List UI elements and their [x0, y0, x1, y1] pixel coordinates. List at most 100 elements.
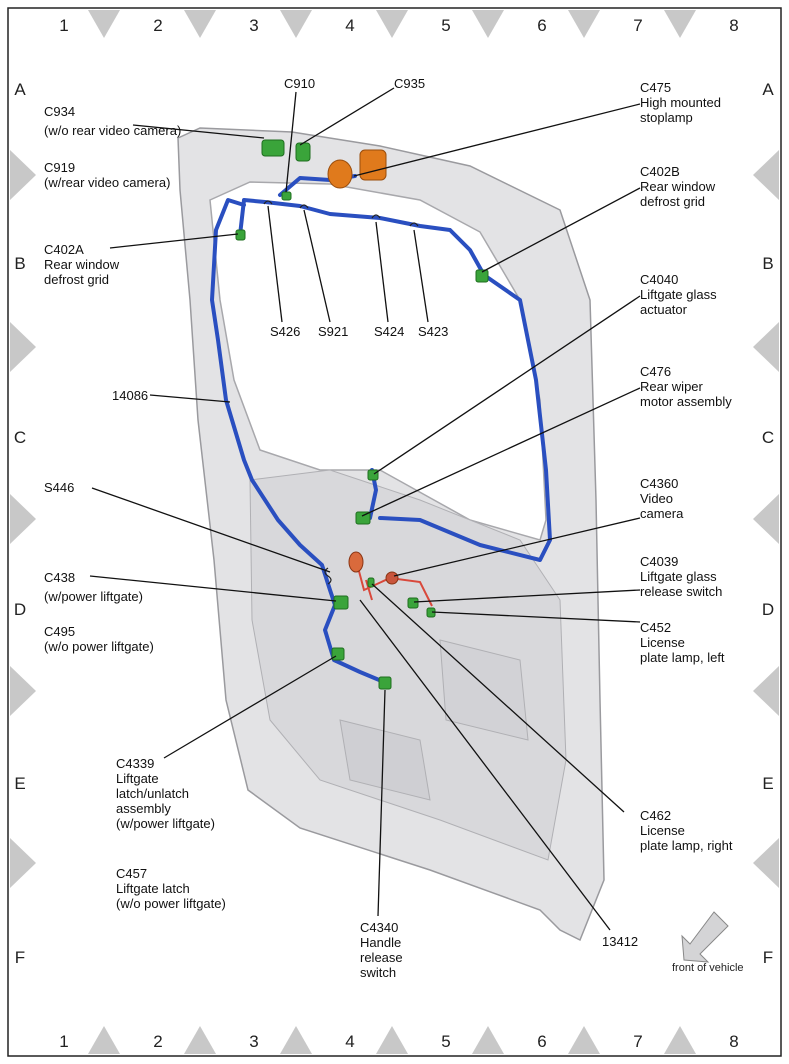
callout-c495-id: C495 — [44, 624, 76, 639]
col-label-bottom-8: 8 — [729, 1032, 739, 1051]
callout-c462-id: C462 — [640, 808, 672, 823]
callout-c4339-desc1: Liftgate — [116, 771, 159, 786]
arrow-down-left-icon — [681, 911, 729, 963]
connector-c402a — [235, 229, 246, 241]
callout-c4340-desc1: Handle — [360, 935, 402, 950]
connector-c4339 — [331, 647, 345, 661]
callout-c457-id: C457 — [116, 866, 148, 881]
callout-c4339-desc3: assembly — [116, 801, 171, 816]
callout-c4360-desc1: Video — [640, 491, 674, 506]
callout-c438-id: C438 — [44, 570, 76, 585]
callout-c452-desc2: plate lamp, left — [640, 650, 725, 665]
callout-c4340: C4340 Handle release switch — [360, 920, 403, 980]
callout-c910-id: C910 — [284, 76, 316, 91]
liftgate-panel — [177, 127, 605, 942]
callout-c476-desc1: Rear wiper — [640, 379, 703, 394]
callout-s423-id: S423 — [418, 324, 449, 339]
callout-c495-note: (w/o power liftgate) — [44, 639, 154, 654]
callout-c475-desc2: stoplamp — [640, 110, 693, 125]
callout-c475-desc1: High mounted — [640, 95, 721, 110]
callout-c462: C462 License plate lamp, right — [640, 808, 733, 853]
callout-c452-desc1: License — [640, 635, 685, 650]
col-label-top-1: 1 — [59, 16, 69, 35]
callout-c4039-id: C4039 — [640, 554, 679, 569]
outer-border — [7, 7, 782, 1057]
callout-c438-note: (w/power liftgate) — [44, 589, 143, 604]
row-label-right-f: F — [762, 948, 774, 967]
splice-s424 — [371, 214, 381, 219]
callout-c4040-id: C4040 — [640, 272, 679, 287]
col-label-top-5: 5 — [441, 16, 451, 35]
leader-lines — [89, 87, 641, 931]
callout-c4039-desc1: Liftgate glass — [640, 569, 717, 584]
splice-s921 — [299, 204, 309, 209]
row-label-right-c: C — [761, 428, 775, 447]
callout-14086: 14086 — [112, 388, 148, 403]
callout-14086-id: 14086 — [112, 388, 149, 403]
callout-c476: C476 Rear wiper motor assembly — [640, 364, 732, 409]
callout-13412-id: 13412 — [602, 934, 639, 949]
callout-c4360-id: C4360 — [640, 476, 679, 491]
callout-c457-note: (w/o power liftgate) — [116, 896, 226, 911]
callout-c4340-desc3: switch — [360, 965, 397, 980]
col-label-bottom-3: 3 — [249, 1032, 259, 1051]
callout-c462-desc2: plate lamp, right — [640, 838, 733, 853]
connectors — [235, 139, 489, 690]
callout-s426-id: S426 — [270, 324, 301, 339]
wiring-harness-14086 — [210, 174, 552, 684]
callout-c4040: C4040 Liftgate glass actuator — [640, 272, 717, 317]
callout-s424-id: S424 — [374, 324, 405, 339]
callout-c457-desc1: Liftgate latch — [116, 881, 190, 896]
front-of-vehicle-label: front of vehicle — [672, 962, 744, 974]
callout-c475: C475 High mounted stoplamp — [640, 80, 721, 125]
callout-c910: C910 — [284, 76, 315, 91]
callout-c438: C438 (w/power liftgate) — [44, 570, 143, 604]
callout-c495: C495 (w/o power liftgate) — [44, 624, 154, 654]
row-label-left-c: C — [13, 428, 27, 447]
callout-c935: C935 — [394, 76, 425, 91]
callout-c935-id: C935 — [394, 76, 426, 91]
connector-c4340 — [378, 676, 392, 690]
callout-c4360-desc2: camera — [640, 506, 684, 521]
callout-c476-desc2: motor assembly — [640, 394, 732, 409]
callout-s426: S426 — [270, 324, 300, 339]
callout-c402a-desc2: defrost grid — [44, 272, 110, 287]
callout-c4040-desc2: actuator — [640, 302, 687, 317]
callout-c452-id: C452 — [640, 620, 672, 635]
connector-c476 — [355, 511, 371, 525]
row-label-right-a: A — [762, 80, 774, 99]
left-ticks — [10, 150, 36, 888]
col-label-bottom-5: 5 — [441, 1032, 451, 1051]
splice-s423 — [409, 222, 419, 227]
row-label-right-d: D — [761, 600, 775, 619]
callout-s446-id: S446 — [44, 480, 75, 495]
callout-s424: S424 — [374, 324, 404, 339]
callout-c4339-id: C4339 — [116, 756, 155, 771]
col-label-top-2: 2 — [153, 16, 163, 35]
row-label-left-e: E — [14, 774, 26, 793]
callout-c4339: C4339 Liftgate latch/unlatch assembly (w… — [116, 756, 215, 831]
row-label-left-a: A — [14, 80, 26, 99]
callout-c934-id: C934 — [44, 104, 76, 119]
callout-c4339-note: (w/power liftgate) — [116, 816, 215, 831]
row-label-right-b: B — [762, 254, 774, 273]
bottom-ticks — [88, 1026, 696, 1054]
row-label-right-e: E — [762, 774, 774, 793]
callout-c4340-desc2: release — [360, 950, 403, 965]
callout-s921: S921 — [318, 324, 348, 339]
callout-c4339-desc2: latch/unlatch — [116, 786, 189, 801]
col-label-top-8: 8 — [729, 16, 739, 35]
callout-c402a-desc1: Rear window — [44, 257, 120, 272]
connector-c935 — [295, 142, 311, 162]
callout-c4039: C4039 Liftgate glass release switch — [640, 554, 722, 599]
row-label-left-d: D — [13, 600, 27, 619]
callout-c934-note: (w/o rear video camera) — [44, 123, 182, 138]
callout-c919: C919 (w/rear video camera) — [44, 160, 170, 190]
splice-s426 — [263, 200, 273, 205]
callout-c402b-id: C402B — [640, 164, 680, 179]
col-label-bottom-4: 4 — [345, 1032, 355, 1051]
callout-c402b: C402B Rear window defrost grid — [640, 164, 715, 209]
col-label-bottom-1: 1 — [59, 1032, 69, 1051]
